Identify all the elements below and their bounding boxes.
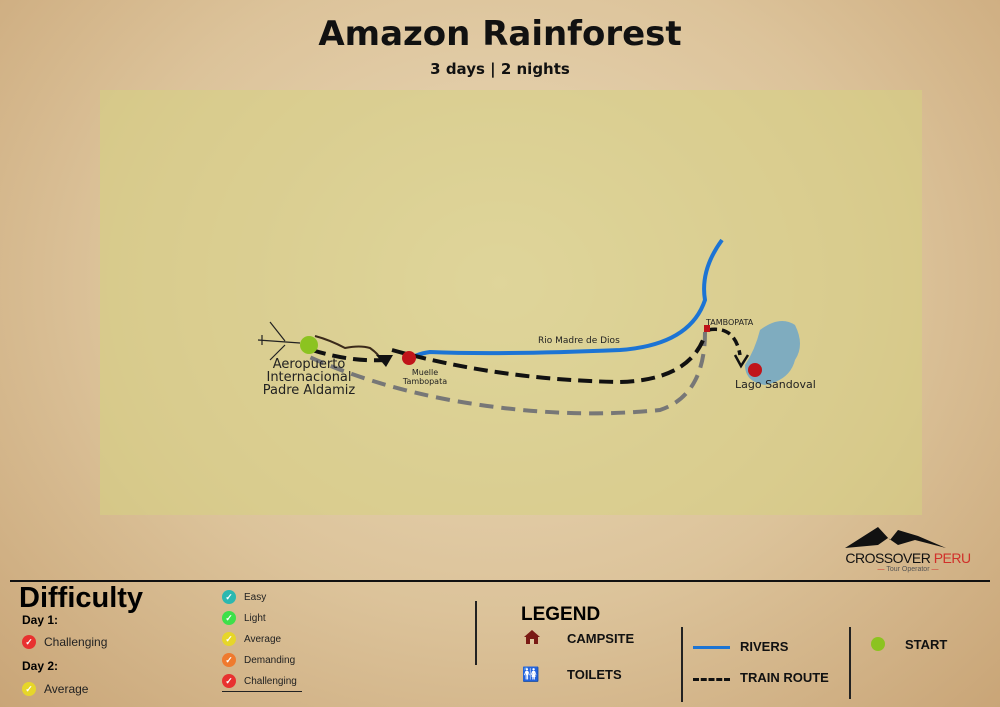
- arrow-icon: [376, 355, 393, 367]
- scale-challenging: ✓ Challenging: [222, 674, 302, 692]
- check-icon: ✓: [22, 682, 36, 696]
- lake-label: Lago Sandoval: [735, 378, 816, 391]
- river-line-icon: [693, 646, 730, 649]
- check-icon: ✓: [222, 653, 236, 667]
- arrow-icon: [733, 354, 750, 369]
- train-route-icon: [693, 678, 730, 681]
- start-marker: [300, 336, 318, 354]
- legend-start: START: [905, 637, 948, 652]
- page-title: Amazon Rainforest: [318, 14, 682, 54]
- scale-label: Easy: [244, 591, 267, 603]
- logo-tagline: Tour Operator: [886, 566, 930, 573]
- map-area: [100, 90, 922, 515]
- airport-label-line: Padre Aldamiz: [262, 383, 356, 398]
- divider: [681, 627, 683, 702]
- legend-rivers: RIVERS: [740, 639, 789, 654]
- logo-brand-accent: PERU: [933, 550, 971, 566]
- scale-label: Challenging: [244, 675, 297, 687]
- route-day1-b: [391, 334, 707, 385]
- check-icon: ✓: [222, 611, 236, 625]
- muelle-label: Muelle Tambopata: [395, 368, 455, 386]
- tambopata-marker: [704, 325, 710, 332]
- legend-campsite: CAMPSITE: [567, 631, 635, 646]
- divider: [849, 627, 851, 699]
- check-icon: ✓: [222, 674, 236, 688]
- legend-toilets: TOILETS: [567, 667, 622, 682]
- toilets-icon: 🚻: [522, 666, 540, 682]
- airport-label-line: Internacional: [266, 370, 352, 385]
- day2-label: Day 2:: [22, 659, 59, 673]
- difficulty-scale: ✓ Easy ✓ Light ✓ Average ✓ Demanding ✓ Challe…: [222, 590, 302, 692]
- airplane-icon: [257, 321, 301, 361]
- route-lake: [707, 327, 742, 356]
- day2-level: ✓ Average: [22, 682, 88, 696]
- airport-label: Aeropuerto Internacional Padre Aldamiz: [254, 358, 364, 397]
- check-icon: ✓: [222, 632, 236, 646]
- muelle-label-line: Muelle: [411, 368, 439, 377]
- check-icon: ✓: [222, 590, 236, 604]
- day1-level: ✓ Challenging: [22, 635, 107, 649]
- difficulty-title: Difficulty: [19, 582, 144, 614]
- scale-label: Demanding: [244, 654, 296, 666]
- scale-easy: ✓ Easy: [222, 590, 302, 604]
- return-route-gray: [304, 331, 707, 416]
- mountains-logo-icon: [845, 527, 946, 548]
- check-icon: ✓: [22, 635, 36, 649]
- day1-label: Day 1:: [22, 613, 59, 627]
- muelle-marker: [402, 351, 416, 365]
- scale-light: ✓ Light: [222, 611, 302, 625]
- start-icon: [871, 637, 885, 651]
- airport-label-line: Aeropuerto: [272, 357, 346, 372]
- river-label: Rio Madre de Dios: [538, 336, 620, 346]
- legend-train-route: TRAIN ROUTE: [740, 670, 829, 685]
- river-madre-de-dios: [403, 238, 724, 364]
- tambopata-label: TAMBOPATA: [706, 318, 754, 327]
- campsite-icon: [523, 629, 541, 645]
- company-logo: CROSSOVER PERU — Tour Operator —: [845, 550, 971, 573]
- divider: [475, 601, 477, 665]
- scale-label: Average: [244, 633, 282, 645]
- day2-level-text: Average: [44, 682, 89, 696]
- divider: [10, 580, 990, 582]
- scale-label: Light: [244, 612, 266, 624]
- legend-title: LEGEND: [521, 604, 601, 625]
- day1-level-text: Challenging: [44, 635, 108, 649]
- route-day1-a: [311, 348, 386, 363]
- scale-demanding: ✓ Demanding: [222, 653, 302, 667]
- lago-marker: [748, 363, 762, 377]
- scale-average: ✓ Average: [222, 632, 302, 646]
- muelle-label-line: Tambopata: [402, 377, 448, 386]
- logo-brand: CROSSOVER: [845, 550, 931, 566]
- page-subtitle: 3 days | 2 nights: [430, 60, 570, 78]
